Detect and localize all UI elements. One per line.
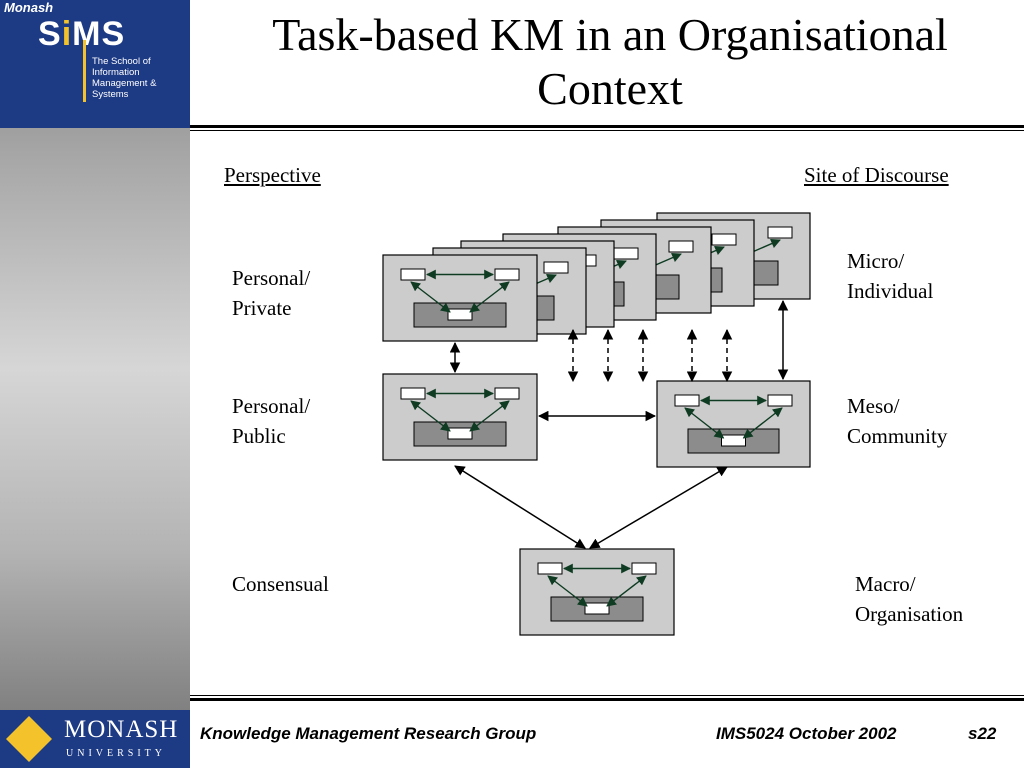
task-node-center [584, 602, 610, 615]
personal-private-label: Personal/ Private [232, 266, 311, 320]
task-node-left [537, 562, 563, 575]
task-node-right [668, 240, 694, 253]
footer-course-date: IMS5024 October 2002 [716, 724, 897, 743]
task-link-right [749, 239, 781, 254]
perspective-heading: Perspective [224, 163, 321, 187]
task-box-panel [382, 373, 538, 461]
sims-logo-subtitle: The School of Information Management & S… [92, 56, 157, 100]
footer-rule-thick [190, 698, 1024, 701]
footer-group-name: Knowledge Management Research Group [200, 724, 537, 743]
task-link-left [684, 407, 725, 439]
task-link-right [742, 407, 783, 439]
footer-rule-thin [190, 695, 1024, 696]
task-link-left [410, 281, 451, 313]
monash-crest-icon [6, 716, 52, 762]
individual-task-box-front [382, 254, 538, 342]
macro-organisation-label: Macro/ Organisation [855, 572, 964, 626]
sidebar-gradient [0, 0, 190, 768]
personal-public-label: Personal/ Public [232, 394, 311, 448]
community-and-organisation-boxes [382, 373, 811, 636]
task-link-right [469, 400, 510, 432]
header-rule-thick [190, 125, 1024, 128]
slide-title: Task-based KM in an Organisational Conte… [272, 9, 948, 114]
public-organisation-link [454, 465, 586, 549]
task-node-right [613, 247, 639, 260]
sims-logo-monash-text: Monash [4, 0, 54, 15]
task-node-left [400, 387, 426, 400]
task-node-right [494, 268, 520, 281]
organisation-task-box [519, 548, 675, 636]
task-link-left [547, 575, 588, 607]
task-link-right [469, 281, 510, 313]
task-bar [753, 260, 779, 286]
task-node-left [400, 268, 426, 281]
community-task-box [656, 380, 811, 468]
header-rule-thin [190, 130, 1024, 131]
task-box-panel [656, 380, 811, 468]
task-node-center [447, 427, 473, 440]
consensual-label: Consensual [232, 572, 329, 596]
task-link-right [606, 575, 647, 607]
task-node-left [674, 394, 700, 407]
task-box-panel [382, 254, 538, 342]
individual-task-stack [382, 212, 811, 342]
community-organisation-link [589, 466, 728, 549]
task-link-left [410, 400, 451, 432]
sims-logo-wordmark: SiMS [38, 15, 126, 53]
micro-individual-label: Micro/ Individual [847, 249, 934, 303]
task-node-right [711, 233, 737, 246]
task-node-right [494, 387, 520, 400]
task-box-panel [519, 548, 675, 636]
task-node-center [447, 308, 473, 321]
footer-slide-number: s22 [968, 724, 997, 743]
site-of-discourse-heading: Site of Discourse [804, 163, 949, 187]
task-node-right [631, 562, 657, 575]
task-node-right [767, 226, 793, 239]
sims-logo-stick [83, 40, 86, 102]
task-bar [654, 274, 680, 300]
task-node-right [767, 394, 793, 407]
task-node-center [721, 434, 746, 447]
task-node-right [543, 261, 569, 274]
level-connectors [449, 299, 789, 549]
sims-logo: Monash SiMS The School of Information Ma… [0, 0, 190, 128]
monash-university-logo: MONASH UNIVERSITY [0, 710, 190, 768]
personal-public-task-box [382, 373, 538, 461]
meso-community-label: Meso/ Community [847, 394, 948, 448]
